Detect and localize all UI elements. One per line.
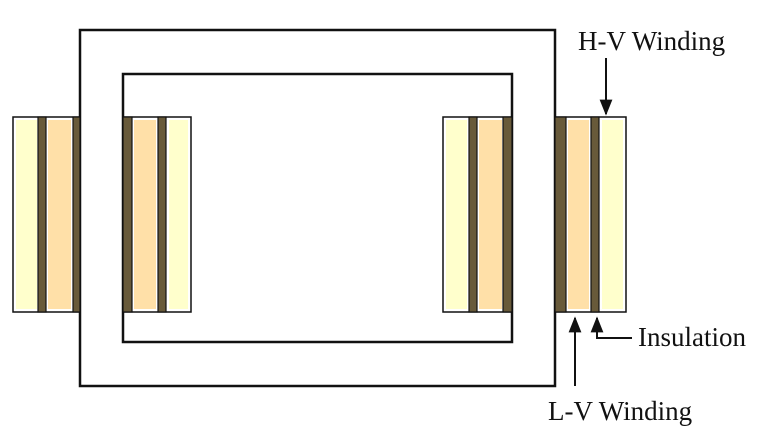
hv-winding-layer <box>169 120 188 309</box>
coil-2 <box>122 116 192 313</box>
insulation-layer <box>157 116 167 313</box>
hv-winding-layer <box>16 120 37 309</box>
insulation-arrow <box>590 316 632 339</box>
lv-winding-label: L-V Winding <box>548 396 692 426</box>
insulation-layer <box>502 116 513 313</box>
lv-winding-layer <box>479 120 502 309</box>
hv-winding-layer <box>602 120 623 309</box>
coil-3 <box>442 116 513 313</box>
insulation-layer <box>468 116 478 313</box>
lv-winding-layer <box>134 120 156 309</box>
coil-4 <box>554 116 627 313</box>
insulation-layer <box>72 116 81 313</box>
lv-winding-layer <box>48 120 71 309</box>
insulation-layer <box>37 116 47 313</box>
insulation-layer <box>554 116 567 313</box>
lv-winding-layer <box>568 120 589 309</box>
coil-1 <box>12 116 81 313</box>
hv-winding-label: H-V Winding <box>578 26 725 56</box>
hv-winding-layer <box>446 120 467 309</box>
insulation-layer <box>590 116 600 313</box>
insulation-label: Insulation <box>638 322 746 352</box>
insulation-layer <box>122 116 133 313</box>
